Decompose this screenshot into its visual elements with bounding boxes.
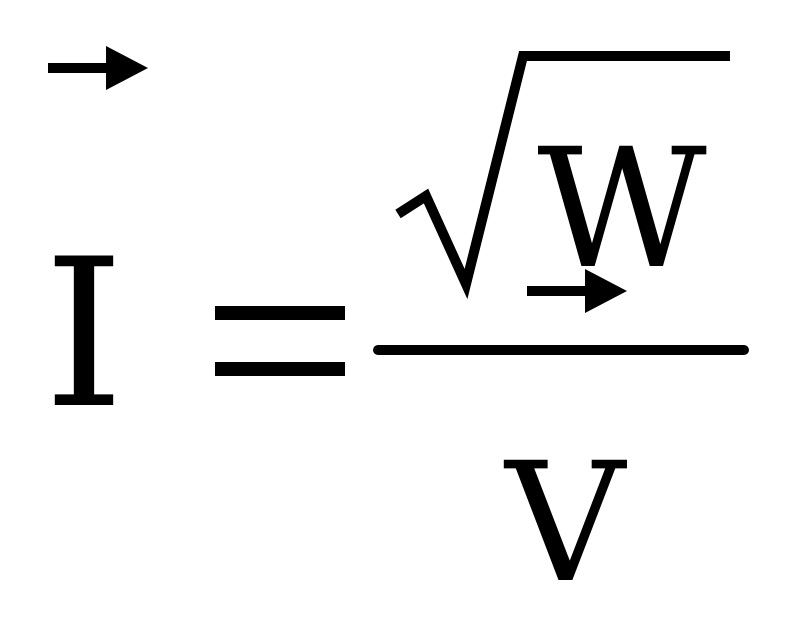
numerator-variable: W — [537, 113, 707, 305]
denominator-variable: V — [503, 427, 627, 619]
numerator-vector-arrow-icon — [527, 269, 627, 313]
lhs-vector-arrow-icon — [48, 46, 148, 90]
square-root-icon — [395, 51, 730, 300]
lhs-variable: I — [44, 216, 125, 454]
equals-sign — [215, 306, 345, 376]
fraction-bar — [373, 345, 749, 355]
